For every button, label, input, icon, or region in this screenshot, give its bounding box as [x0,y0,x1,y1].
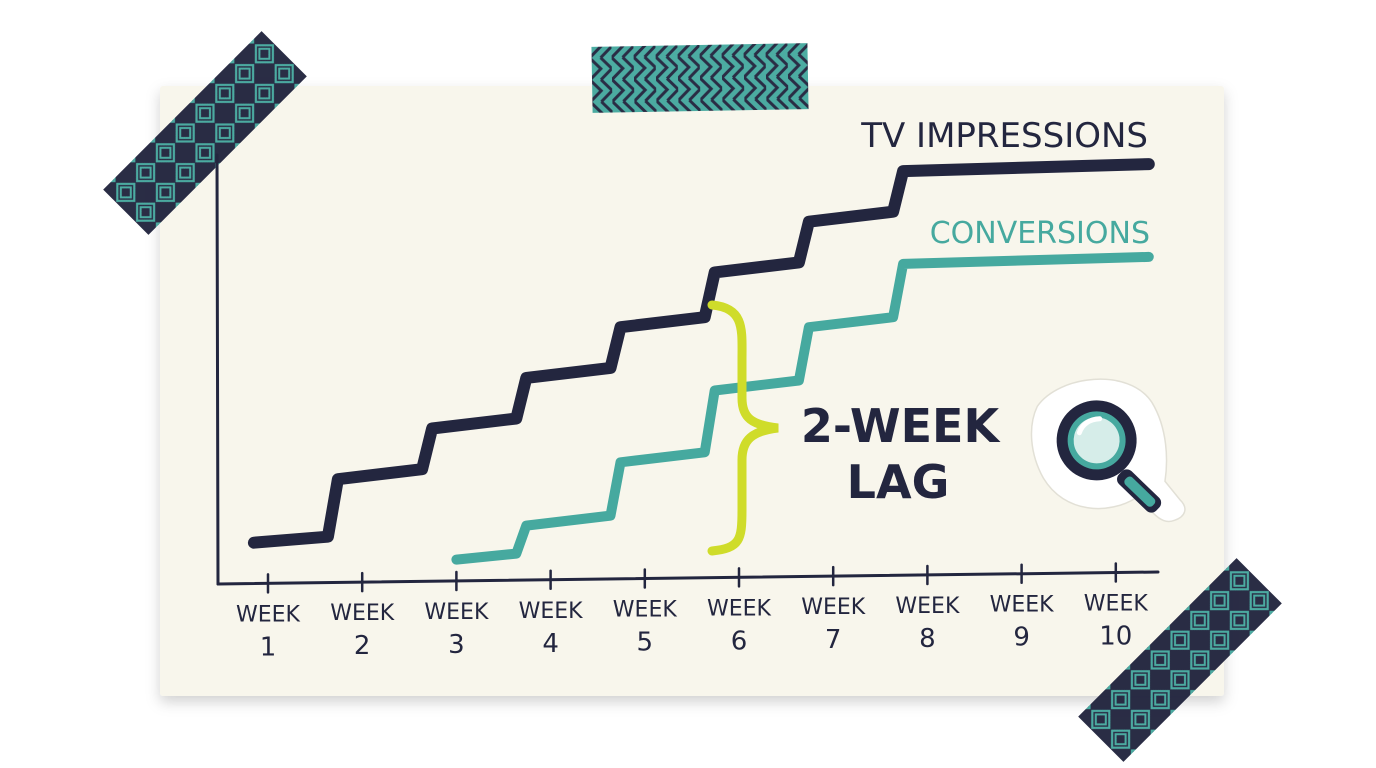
y-axis-line [215,153,220,586]
series-label-tv-impressions: TV IMPRESSIONS [860,116,1148,156]
x-tick-label-top: WEEK [895,594,960,619]
series-label-conversions: CONVERSIONS [930,216,1150,251]
paper-card [160,86,1224,696]
x-tick-label-number: 10 [1099,622,1132,652]
series-line-conversions [451,251,1154,565]
x-tick-label-top: WEEK [519,599,584,624]
lag-annotation-line-2: LAG [847,455,950,509]
series-lines [247,158,1155,565]
x-axis-line [216,570,1160,586]
x-tick-label-number: 3 [448,630,465,660]
x-tick-label-top: WEEK [1084,592,1149,617]
x-tick-label-number: 6 [731,626,748,656]
x-tick-label-top: WEEK [613,598,678,623]
series-line-tv-impressions [247,158,1155,549]
x-tick-label-number: 5 [637,628,654,658]
x-tick-label-number: 8 [919,624,936,654]
x-tick-label-number: 9 [1013,623,1030,653]
x-tick-label-top: WEEK [707,596,772,621]
x-ticks: WEEK 1 WEEK 2 WEEK 3 WEEK 4 WEEK 5 WEEK 6 WEEK 7 WEEK 8… [236,562,1149,662]
x-tick-label-top: WEEK [424,600,489,625]
series-labels: TV IMPRESSIONS CONVERSIONS [860,116,1150,251]
x-tick-label-top: WEEK [236,602,301,627]
washi-tape-top-center [591,43,809,113]
x-tick-label-number: 7 [825,625,842,655]
x-tick-label-number: 4 [542,629,559,659]
washi-tape-bottom-right [1078,558,1282,762]
lag-bracket-path [707,300,779,556]
lag-annotation: 2-WEEK LAG [801,399,1002,509]
x-tick-label-number: 1 [260,632,277,662]
lag-bracket [707,300,779,556]
lag-annotation-line-1: 2-WEEK [801,399,1002,453]
magnifying-glass-icon [1030,378,1186,523]
x-tick-label-top: WEEK [801,595,866,620]
washi-tape-top-left [103,31,307,235]
axes [215,153,1160,586]
x-tick-label-number: 2 [354,631,371,661]
x-tick-label-top: WEEK [990,593,1055,618]
x-tick-label-top: WEEK [330,601,395,626]
